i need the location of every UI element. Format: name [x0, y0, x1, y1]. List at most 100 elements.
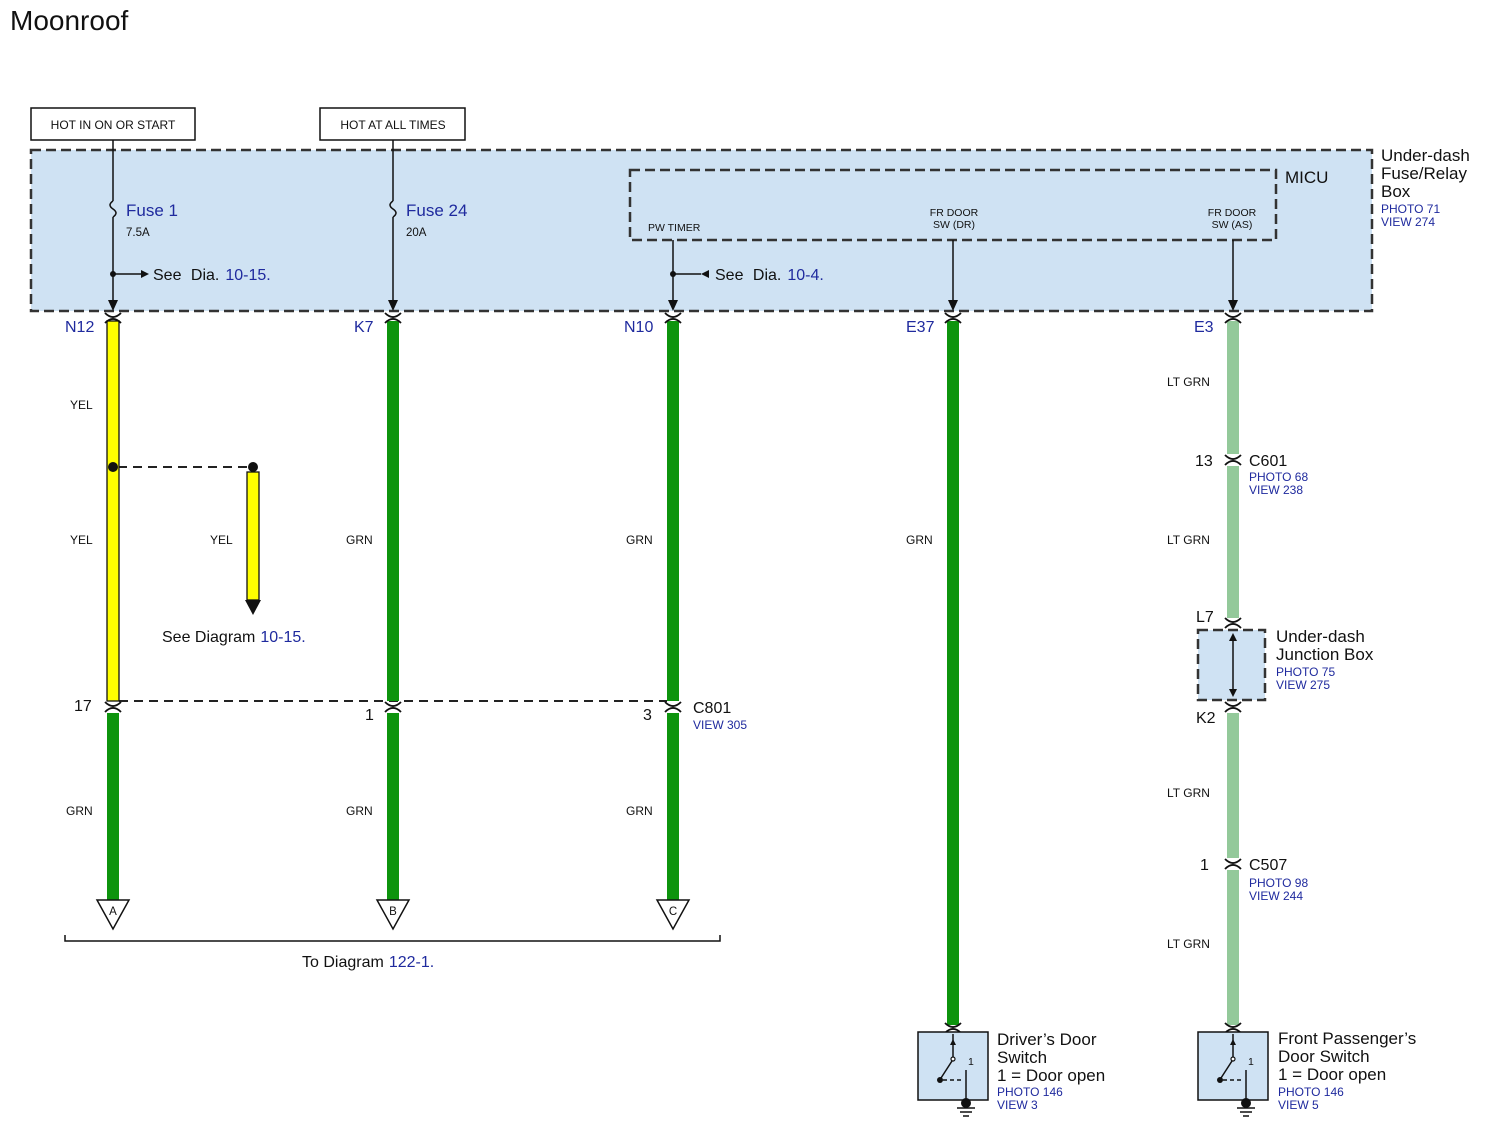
diagram-link[interactable]: 122-1.	[389, 954, 434, 971]
see-diagram-ref: See Dia. 10-15.	[153, 267, 271, 284]
connector-symbol	[664, 701, 682, 713]
fuse-icon	[389, 200, 397, 218]
fuse-rating: 7.5A	[126, 227, 150, 239]
switch-blade	[940, 1060, 953, 1079]
wire-n12-grn	[107, 713, 119, 900]
connector-symbol	[1224, 701, 1242, 713]
component-name: Junction Box	[1276, 645, 1374, 664]
micu-label: MICU	[1285, 168, 1328, 187]
photo-link[interactable]: PHOTO 146	[1278, 1085, 1344, 1099]
view-link[interactable]: VIEW 275	[1276, 678, 1330, 692]
pin-label: N12	[65, 319, 94, 336]
wire-color-label: GRN	[626, 533, 653, 547]
wire-color-label: GRN	[66, 804, 93, 818]
switch-contact	[1230, 1056, 1236, 1062]
pin-label: E3	[1194, 319, 1214, 336]
wire-e3-ltgrn	[1227, 713, 1239, 858]
component-name: Front Passenger’s	[1278, 1029, 1416, 1048]
pw-timer-circuit: See Dia. 10-4.	[668, 240, 824, 311]
view-link[interactable]: VIEW 238	[1249, 483, 1303, 497]
arrow-down-icon	[1228, 300, 1238, 311]
arrow-up-icon	[1230, 1039, 1236, 1045]
power-source-batt: HOT AT ALL TIMES	[319, 107, 466, 141]
view-link[interactable]: VIEW 244	[1249, 889, 1303, 903]
view-link[interactable]: VIEW 3	[997, 1098, 1038, 1112]
photo-link[interactable]: PHOTO 68	[1249, 470, 1308, 484]
switch-pin: 1	[1248, 1056, 1254, 1068]
component-name: Box	[1381, 182, 1411, 201]
diagram-link[interactable]: 10-15.	[225, 267, 270, 284]
photo-link[interactable]: PHOTO 75	[1276, 665, 1335, 679]
photo-link[interactable]: PHOTO 98	[1249, 876, 1308, 890]
arrow-up-icon	[950, 1039, 956, 1045]
diagram-link[interactable]: 10-15.	[260, 629, 305, 646]
photo-link[interactable]: PHOTO 146	[997, 1085, 1063, 1099]
wire-e3-ltgrn	[1227, 321, 1239, 454]
ground-icon	[961, 1098, 971, 1108]
arrow-right-icon	[141, 270, 149, 278]
wire-n10-grn-lower	[667, 713, 679, 900]
arrow-down-icon	[388, 300, 398, 311]
view-link[interactable]: VIEW 274	[1381, 215, 1435, 229]
fuse-icon	[109, 200, 117, 218]
diagram-link[interactable]: 10-4.	[787, 267, 823, 284]
switch-state: 1 = Door open	[1278, 1065, 1386, 1084]
view-link[interactable]: VIEW 5	[1278, 1098, 1319, 1112]
wire-color-label: YEL	[70, 533, 93, 547]
fuse-relay-box-outline	[29, 148, 1374, 313]
pin-label: K7	[354, 319, 374, 336]
wire-color-label: YEL	[210, 533, 233, 547]
front-passengers-door-switch: 1 Front Passenger’s Door Switch 1 = Door…	[1197, 1022, 1416, 1117]
junction-box-outline	[1196, 628, 1267, 702]
component-name: Under-dash	[1381, 146, 1470, 165]
fuse-name: Fuse 1	[126, 201, 178, 220]
see-diagram-text: See Dia.	[153, 267, 219, 284]
component-name: Door Switch	[1278, 1047, 1370, 1066]
wire-n10-grn	[667, 321, 679, 701]
power-source-box	[30, 107, 196, 141]
power-source-label: HOT AT ALL TIMES	[340, 118, 445, 132]
wire-color-label: LT GRN	[1167, 375, 1210, 389]
view-link[interactable]: VIEW 305	[693, 718, 747, 732]
terminal-label: B	[389, 906, 397, 918]
fuse-24-circuit: Fuse 24 20A	[388, 140, 467, 311]
micu-terminal-label: FR DOOR	[930, 207, 979, 219]
arrow-down-icon	[245, 600, 261, 615]
connector-symbol	[1224, 617, 1242, 629]
connector-pin: 1	[1200, 857, 1209, 874]
switch-contact	[937, 1077, 943, 1083]
ground-icon	[1241, 1098, 1251, 1108]
terminal-a	[95, 899, 131, 931]
component-name: Fuse/Relay	[1381, 164, 1467, 183]
switch-pin: 1	[968, 1056, 974, 1068]
wire-color-label: LT GRN	[1167, 533, 1210, 547]
wire-splice-yel	[246, 471, 260, 601]
micu-terminal-label: FR DOOR	[1208, 207, 1257, 219]
photo-link[interactable]: PHOTO 71	[1381, 202, 1440, 216]
wire-e3-ltgrn	[1227, 870, 1239, 1025]
component-name: Driver’s Door	[997, 1030, 1097, 1049]
wire-e3-ltgrn	[1227, 466, 1239, 618]
connector-name: C507	[1249, 857, 1287, 874]
wire-color-label: GRN	[346, 533, 373, 547]
pin-label: E37	[906, 319, 935, 336]
terminal-b	[375, 899, 411, 931]
connector-symbol	[1224, 454, 1242, 466]
fuse-rating: 20A	[406, 227, 427, 239]
arrow-up-icon	[1229, 633, 1237, 641]
wire-color-label: LT GRN	[1167, 786, 1210, 800]
micu-terminal-label: SW (DR)	[933, 219, 975, 231]
connector-pin: 13	[1195, 453, 1213, 470]
fuse-1-circuit: Fuse 1 7.5A See Dia. 10-15.	[108, 140, 271, 311]
see-diagram-text: See Dia.	[715, 267, 781, 284]
see-diagram-ref: See Dia. 10-4.	[715, 267, 824, 284]
connector-symbol	[384, 701, 402, 713]
switch-blade	[1220, 1060, 1233, 1079]
connector-pin: 1	[365, 707, 374, 724]
arrow-down-icon	[668, 300, 678, 311]
connector-name: C801	[693, 700, 731, 717]
arrow-left-icon	[701, 270, 709, 278]
